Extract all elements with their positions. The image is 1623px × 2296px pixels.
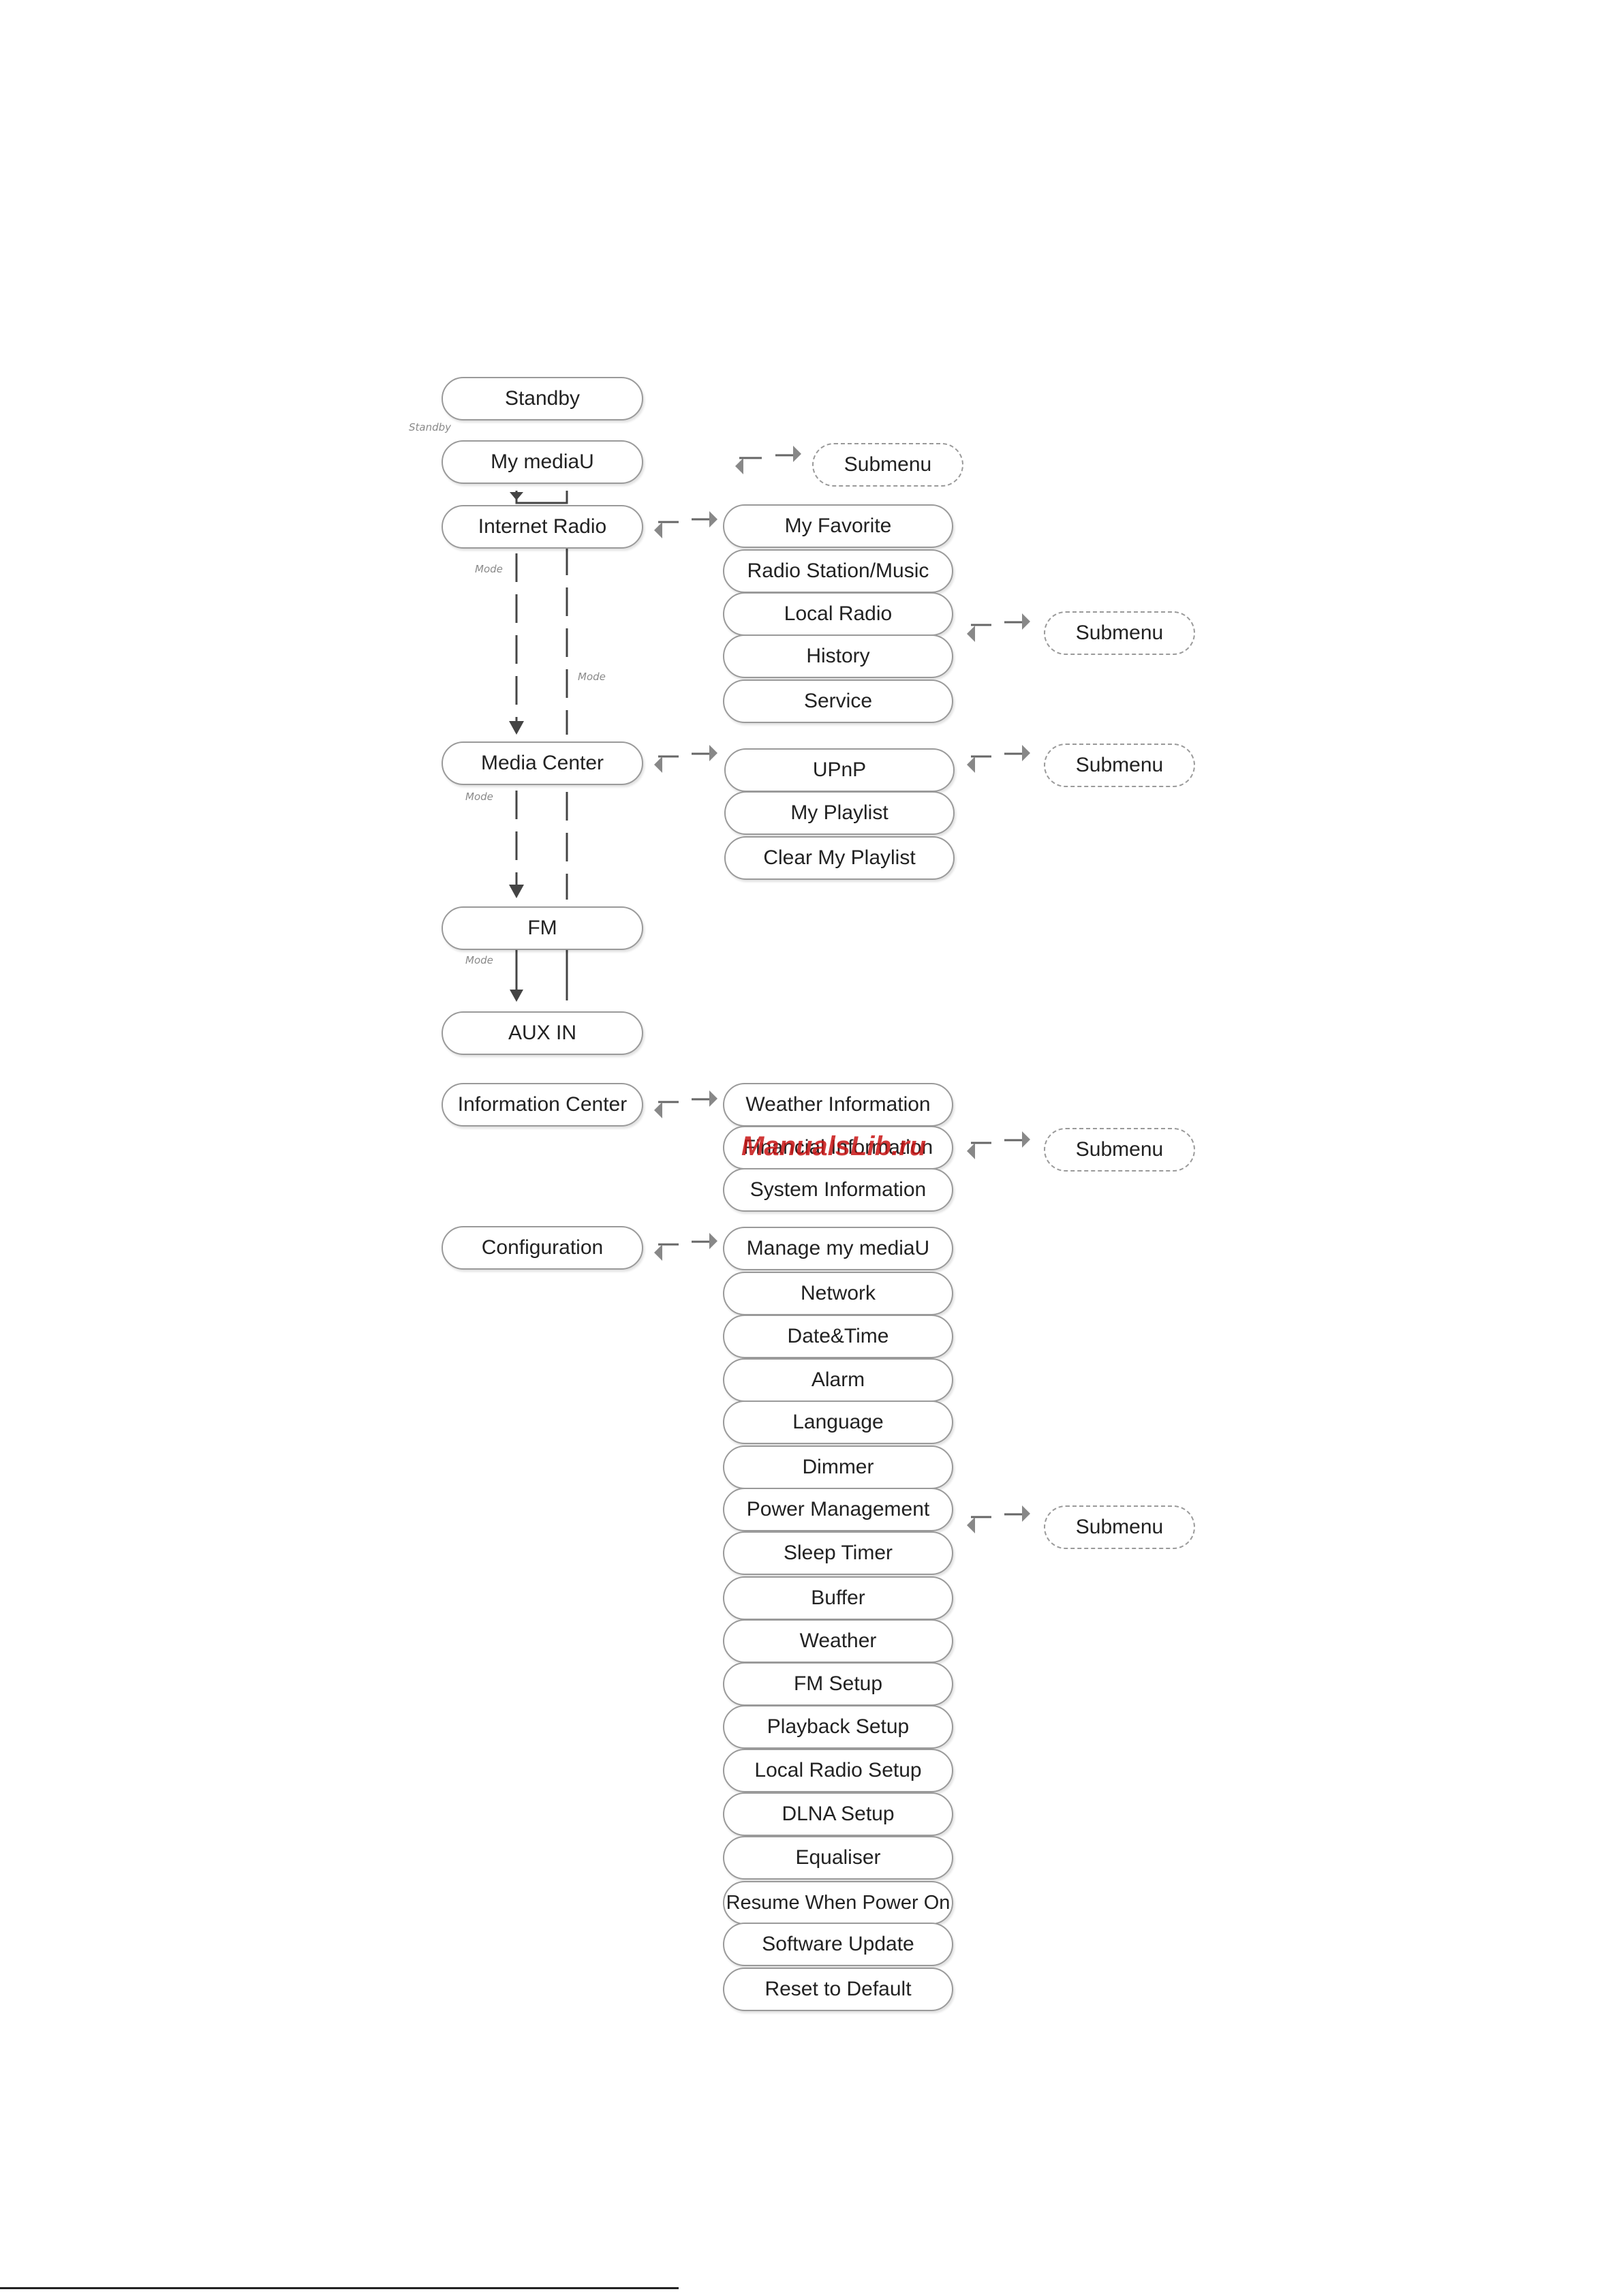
- arrow-head: [510, 990, 523, 1002]
- cfg-item-dlna-setup[interactable]: DLNA Setup: [723, 1792, 953, 1836]
- submenu-box[interactable]: Submenu: [1044, 611, 1195, 655]
- mode-label: Mode: [465, 954, 493, 966]
- cfg-item-date-time[interactable]: Date&Time: [723, 1315, 953, 1358]
- mode-label: Mode: [465, 791, 493, 803]
- submenu-box[interactable]: Submenu: [1044, 1505, 1195, 1549]
- arrow-head: [509, 885, 524, 898]
- mc-item-my-playlist[interactable]: My Playlist: [724, 791, 955, 835]
- menu-configuration[interactable]: Configuration: [442, 1226, 643, 1270]
- submenu-box[interactable]: Submenu: [812, 443, 963, 487]
- cfg-item-equaliser[interactable]: Equaliser: [723, 1836, 953, 1880]
- cfg-item-network[interactable]: Network: [723, 1272, 953, 1315]
- footer-rule: [0, 2287, 679, 2289]
- arrow-head: [510, 492, 523, 500]
- menu-fm[interactable]: FM: [442, 906, 643, 950]
- ir-item-radio-station-music[interactable]: Radio Station/Music: [723, 549, 953, 593]
- mediau-loop-line: [515, 491, 568, 504]
- info-item-weather[interactable]: Weather Information: [723, 1083, 953, 1127]
- mc-item-upnp[interactable]: UPnP: [724, 748, 955, 792]
- submenu-box[interactable]: Submenu: [1044, 744, 1195, 787]
- mode-label: Mode: [578, 671, 606, 683]
- ir-item-my-favorite[interactable]: My Favorite: [723, 504, 953, 548]
- cfg-item-alarm[interactable]: Alarm: [723, 1358, 953, 1402]
- cfg-item-reset-to-default[interactable]: Reset to Default: [723, 1968, 953, 2011]
- cfg-item-manage-my-mediau[interactable]: Manage my mediaU: [723, 1227, 953, 1270]
- mode-label: Mode: [475, 563, 503, 575]
- menu-media-center[interactable]: Media Center: [442, 741, 643, 785]
- menu-internet-radio[interactable]: Internet Radio: [442, 505, 643, 549]
- mc-item-clear-my-playlist[interactable]: Clear My Playlist: [724, 836, 955, 880]
- ir-item-history[interactable]: History: [723, 634, 953, 678]
- arrow-head: [509, 721, 524, 735]
- cfg-item-buffer[interactable]: Buffer: [723, 1576, 953, 1620]
- cfg-item-dimmer[interactable]: Dimmer: [723, 1445, 953, 1489]
- submenu-box[interactable]: Submenu: [1044, 1128, 1195, 1172]
- info-item-financial[interactable]: Financial Information: [723, 1126, 953, 1169]
- cfg-item-fm-setup[interactable]: FM Setup: [723, 1662, 953, 1706]
- watermark: ManualsLib.ru: [741, 1131, 927, 1161]
- cfg-item-software-update[interactable]: Software Update: [723, 1923, 953, 1966]
- cfg-item-playback-setup[interactable]: Playback Setup: [723, 1705, 953, 1749]
- cfg-item-language[interactable]: Language: [723, 1400, 953, 1444]
- ir-item-service[interactable]: Service: [723, 679, 953, 723]
- menu-information-center[interactable]: Information Center: [442, 1083, 643, 1127]
- menu-standby[interactable]: Standby: [442, 377, 643, 420]
- cfg-item-local-radio-setup[interactable]: Local Radio Setup: [723, 1749, 953, 1792]
- ir-item-local-radio[interactable]: Local Radio: [723, 592, 953, 636]
- cfg-item-sleep-timer[interactable]: Sleep Timer: [723, 1531, 953, 1575]
- cfg-item-resume-when-power-on[interactable]: Resume When Power On: [723, 1881, 953, 1925]
- menu-my-mediau[interactable]: My mediaU: [442, 440, 643, 484]
- info-item-system[interactable]: System Information: [723, 1168, 953, 1212]
- menu-aux-in[interactable]: AUX IN: [442, 1011, 643, 1055]
- standby-label: Standby: [409, 421, 452, 433]
- cfg-item-power-management[interactable]: Power Management: [723, 1488, 953, 1531]
- cfg-item-weather[interactable]: Weather: [723, 1619, 953, 1663]
